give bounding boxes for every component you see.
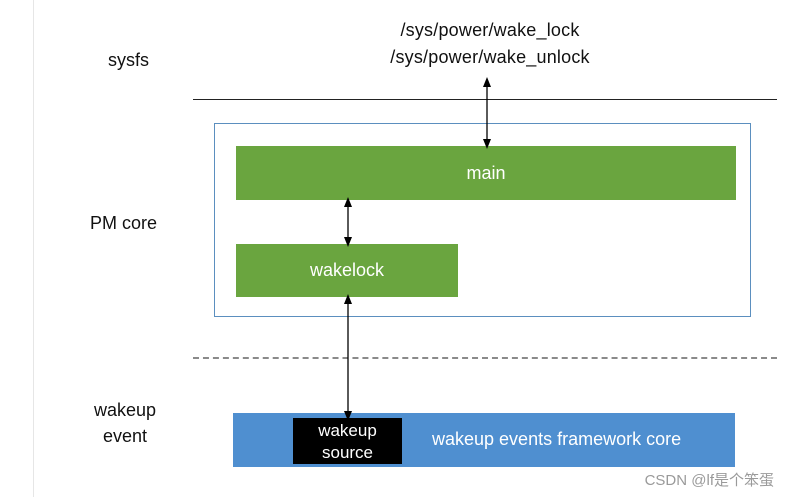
csdn-watermark: CSDN @lf是个笨蛋 (644, 472, 774, 489)
main-block: main (236, 146, 736, 200)
wakeup-source-label-line1: wakeup (318, 421, 377, 440)
sysfs-path-wake-lock: /sys/power/wake_lock (400, 20, 580, 40)
page-left-border (33, 0, 34, 497)
layer-label-sysfs: sysfs (108, 50, 150, 70)
wakelock-block-label: wakelock (309, 260, 385, 280)
wakeup-events-framework-label: wakeup events framework core (432, 429, 682, 449)
layer-label-pm-core: PM core (90, 213, 158, 233)
main-block-label: main (466, 162, 506, 183)
layer-label-event: event (103, 426, 148, 446)
wakeup-events-framework-block: wakeup source wakeup events framework co… (233, 413, 735, 467)
sysfs-path-wake-unlock: /sys/power/wake_unlock (390, 47, 590, 67)
wakeup-source-label-line2: source (321, 443, 374, 462)
wakeup-source-box: wakeup source (293, 418, 402, 464)
wakelock-block: wakelock (236, 244, 458, 297)
pm-core-separator-dashed-line (193, 357, 777, 359)
layer-label-wakeup: wakeup (94, 400, 157, 420)
